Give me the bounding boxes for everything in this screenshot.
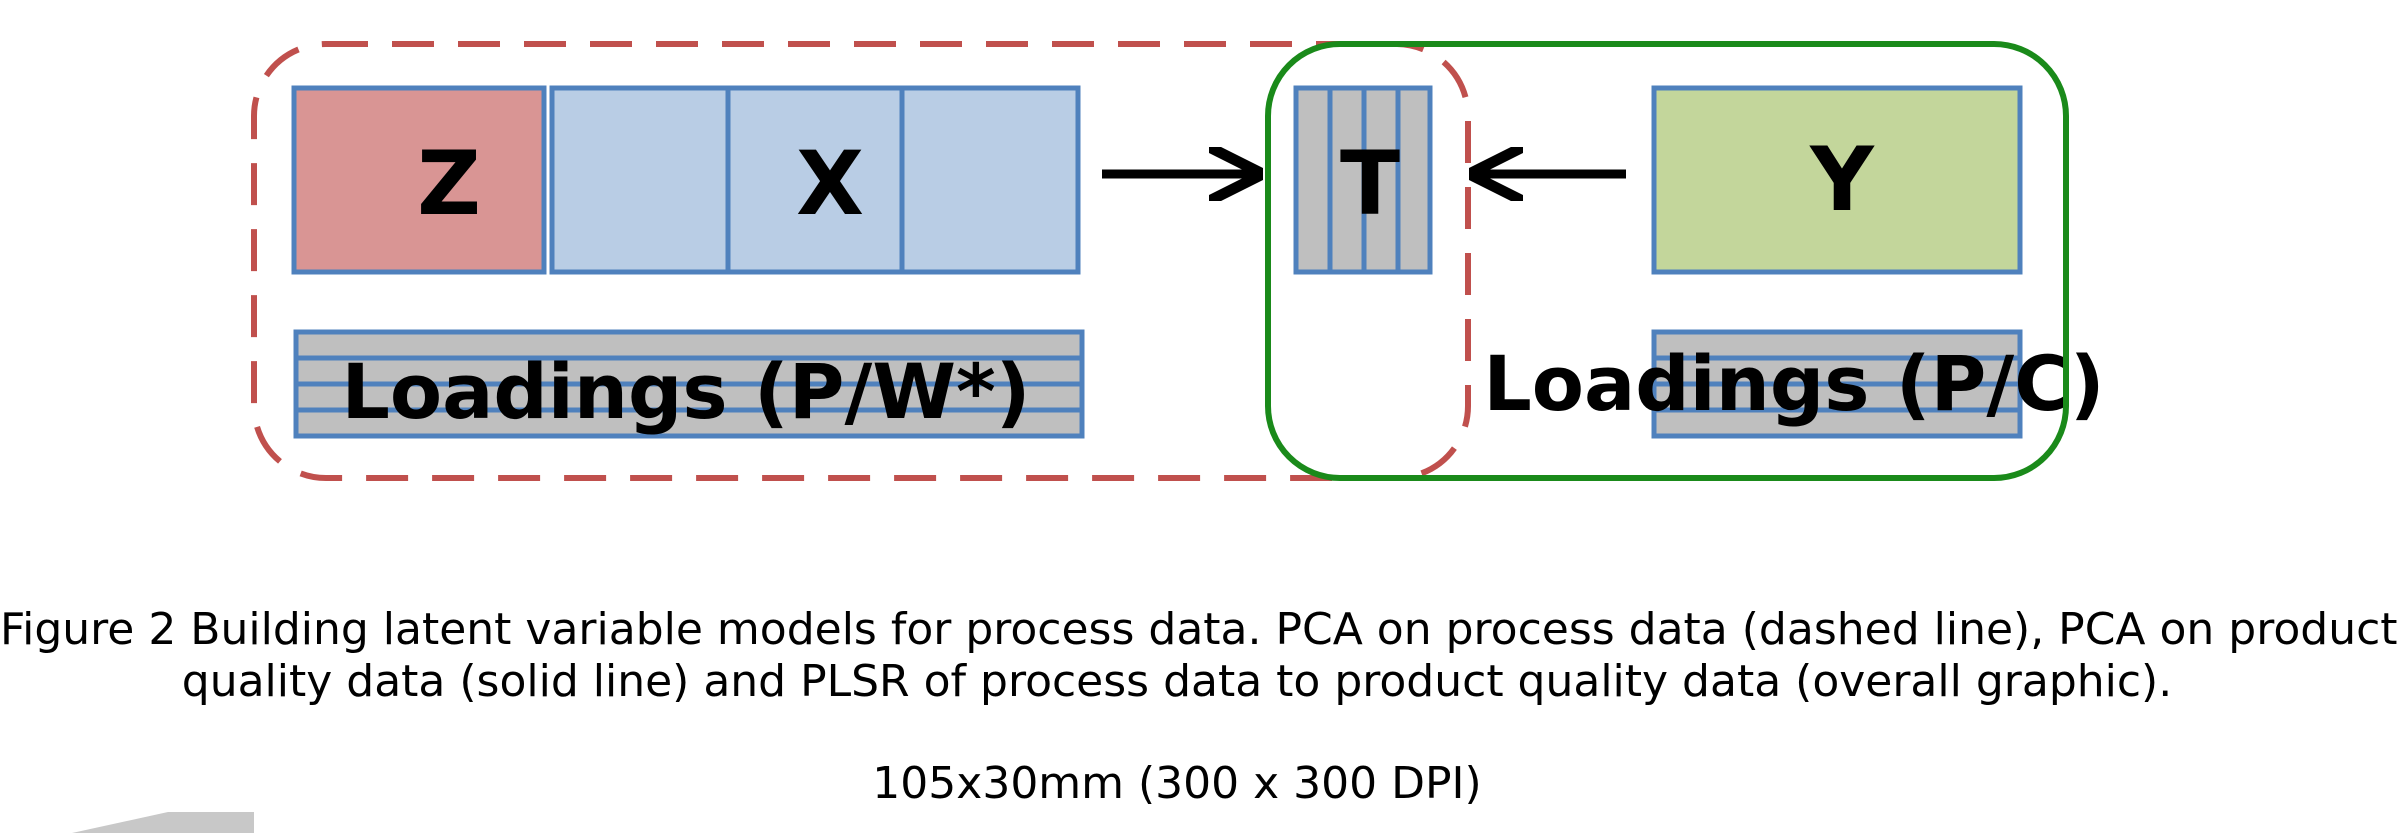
figure-caption-line-2: quality data (solid line) and PLSR of pr… [181, 656, 2173, 707]
z-label: Z [417, 132, 481, 235]
loadings-left-label: Loadings (P/W*) [341, 347, 1030, 436]
loadings-right-bar [1651, 329, 2023, 439]
x-block-col-1 [549, 85, 731, 275]
y-block [1651, 85, 2023, 275]
figure-size-note: 105x30mm (300 x 300 DPI) [872, 758, 1482, 809]
x-block-col-3 [899, 85, 1081, 275]
t-label: T [1340, 132, 1400, 235]
pca-quality-boundary [1265, 41, 2069, 481]
x-block-col-2 [725, 85, 905, 275]
corner-shape [72, 812, 254, 833]
t-block [1293, 85, 1433, 275]
x-label: X [796, 132, 864, 235]
z-block [291, 85, 547, 275]
figure-caption-line-1: Figure 2 Building latent variable models… [0, 604, 2398, 655]
pca-process-boundary [251, 41, 1471, 481]
loadings-left-bar [293, 329, 1085, 439]
loadings-right-label: Loadings (P/C) [1483, 339, 2104, 428]
y-label: Y [1809, 128, 1875, 231]
